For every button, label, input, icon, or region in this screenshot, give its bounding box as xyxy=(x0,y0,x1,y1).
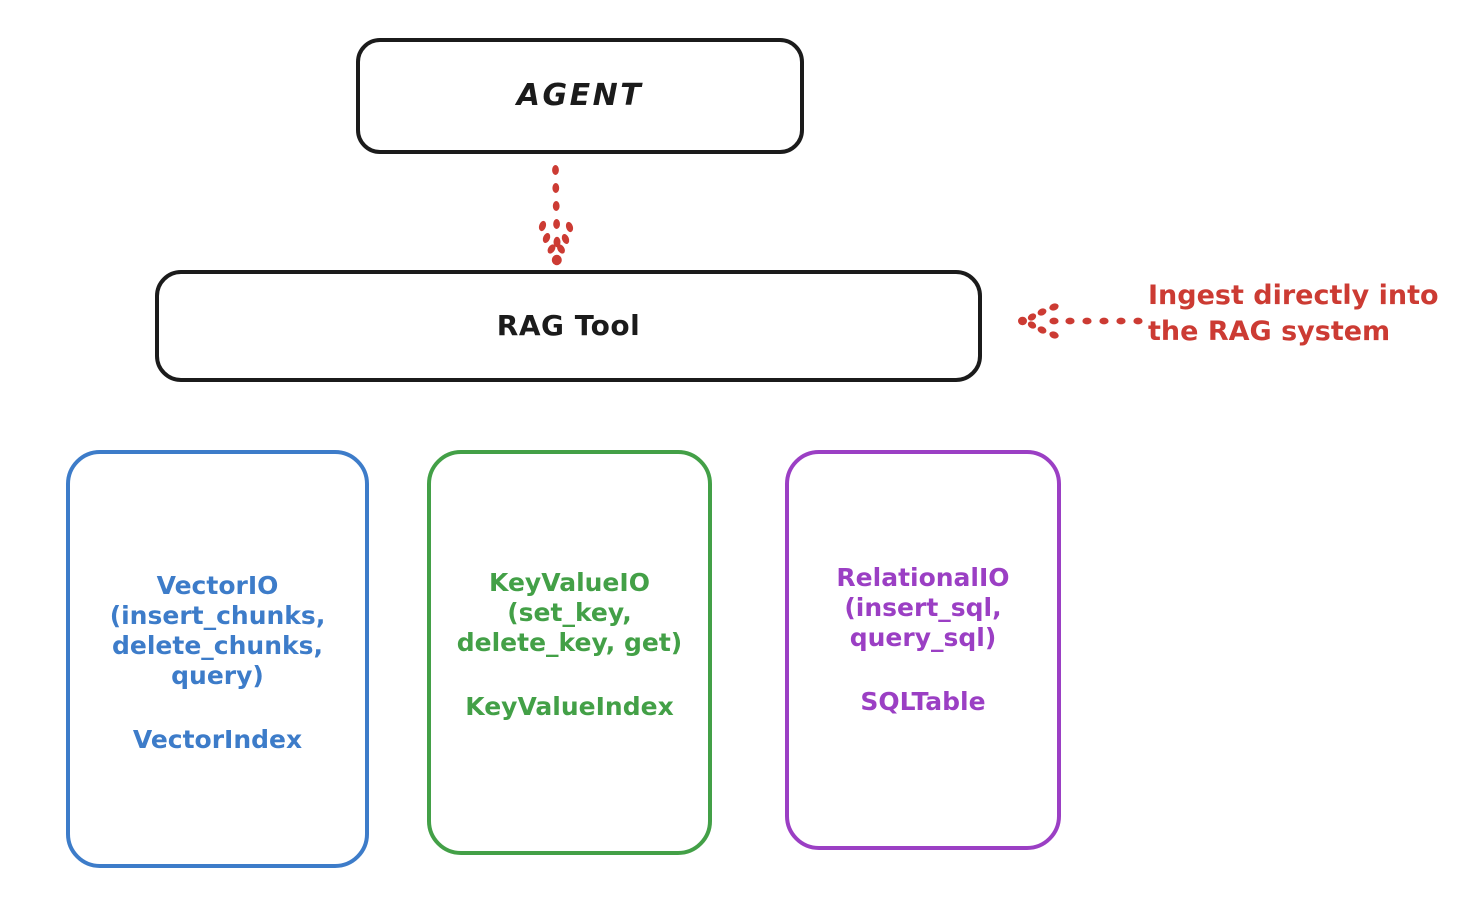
vector-io-index-label: VectorIndex xyxy=(132,724,303,754)
relational-io-node[interactable]: RelationalIO (insert_sql, query_sql) SQL… xyxy=(785,450,1061,850)
vector-io-title: VectorIO (insert_chunks, delete_chunks, … xyxy=(109,570,326,690)
ingest-arrow-icon xyxy=(1018,303,1143,339)
rag-tool-node-label: RAG Tool xyxy=(496,308,641,342)
relational-io-index-label: SQLTable xyxy=(860,686,986,716)
key-value-io-title: KeyValueIO (set_key, delete_key, get) xyxy=(456,568,683,657)
agent-to-rag-arrow-icon xyxy=(538,165,574,266)
relational-io-title: RelationalIO (insert_sql, query_sql) xyxy=(836,562,1010,652)
agent-node-label: AGENT xyxy=(516,77,644,113)
rag-tool-node[interactable]: RAG Tool xyxy=(155,270,982,382)
key-value-io-node[interactable]: KeyValueIO (set_key, delete_key, get) Ke… xyxy=(427,450,712,855)
key-value-io-index-label: KeyValueIndex xyxy=(465,692,674,721)
vector-io-node[interactable]: VectorIO (insert_chunks, delete_chunks, … xyxy=(66,450,369,868)
agent-node[interactable]: AGENT xyxy=(356,38,804,154)
ingest-annotation-text: Ingest directly into the RAG system xyxy=(1148,280,1439,347)
